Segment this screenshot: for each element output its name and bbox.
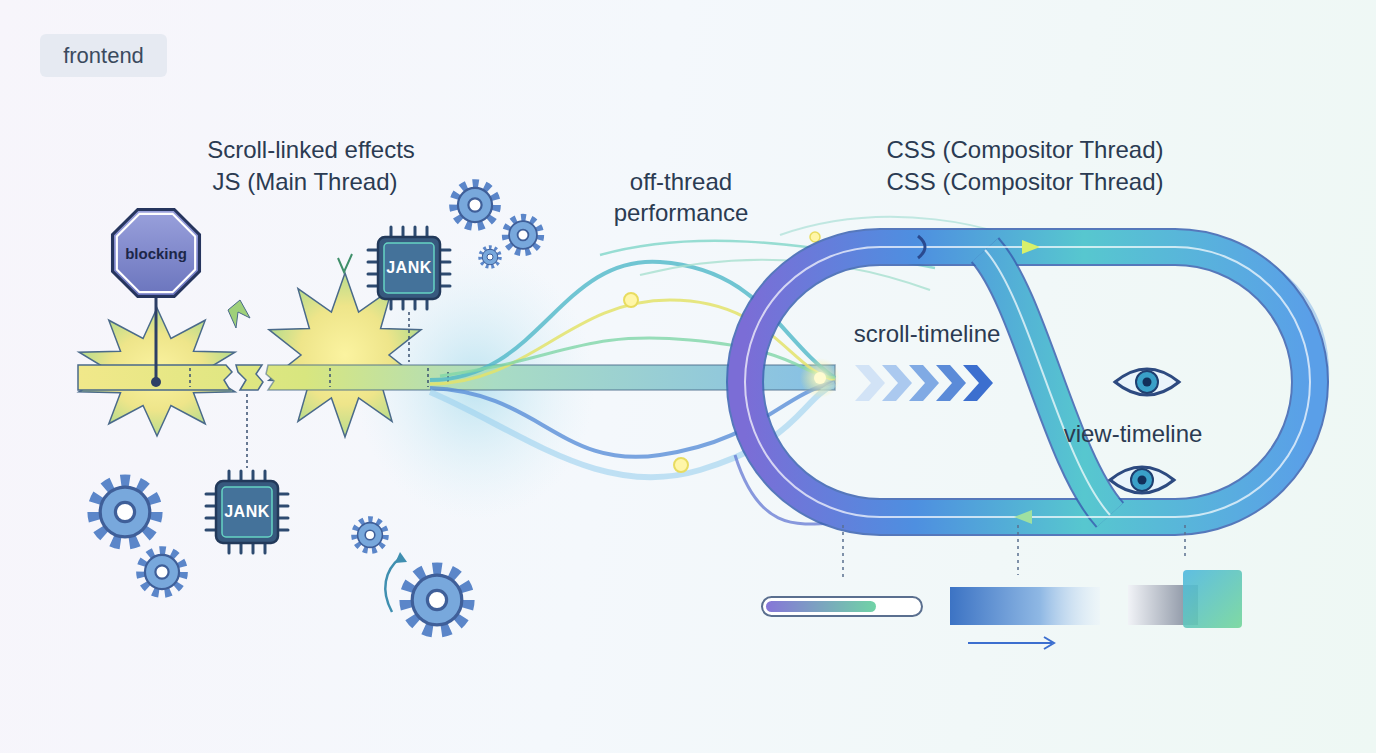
loop-cross bbox=[985, 250, 1110, 515]
loop-lane bbox=[745, 247, 1310, 517]
eye-outline bbox=[1110, 467, 1174, 493]
chip-core bbox=[222, 487, 272, 537]
chevron bbox=[936, 365, 966, 401]
glow-dot bbox=[814, 372, 826, 384]
heading-label: CSS (Compositor Thread) bbox=[887, 134, 1164, 165]
cpu-chip: JANK bbox=[205, 470, 289, 554]
gear-icon bbox=[454, 184, 496, 226]
node-text: blocking bbox=[125, 245, 187, 262]
spark bbox=[338, 254, 352, 272]
slide-block bbox=[950, 587, 1100, 625]
chevron bbox=[909, 365, 939, 401]
lane-arrow bbox=[1022, 240, 1040, 254]
node-text: frontend bbox=[63, 43, 144, 69]
slide-arrow bbox=[968, 642, 1052, 644]
loop-lane bbox=[985, 250, 1110, 515]
chip-body bbox=[378, 237, 440, 299]
curved-arrow bbox=[385, 558, 400, 612]
node-text: JANK bbox=[386, 259, 432, 277]
chevron bbox=[963, 365, 993, 401]
gear-icon bbox=[506, 218, 540, 252]
eye-iris bbox=[1136, 371, 1158, 393]
light-dot bbox=[810, 232, 820, 242]
cpu-chip: JANK bbox=[367, 226, 451, 310]
lane-arrow bbox=[1014, 510, 1032, 524]
gear-icon bbox=[95, 482, 156, 543]
flow-stream bbox=[440, 338, 835, 378]
reveal-block bbox=[1183, 570, 1242, 628]
gear-icon bbox=[141, 551, 183, 593]
eye-pupil bbox=[1138, 476, 1147, 485]
light-dot bbox=[674, 458, 688, 472]
sign-pole bbox=[155, 298, 158, 382]
progress-fill bbox=[766, 601, 876, 612]
node-text-box: JANK bbox=[205, 470, 289, 554]
node-text-box: JANK bbox=[367, 226, 451, 310]
track-tick bbox=[189, 368, 191, 387]
chip-body bbox=[216, 481, 278, 543]
octagon-face bbox=[112, 209, 199, 296]
slide-arrow bbox=[1044, 637, 1054, 649]
eye-iris bbox=[1131, 469, 1153, 491]
timeline-label: scroll-timeline bbox=[854, 318, 1001, 349]
sign-pole-base bbox=[151, 377, 161, 387]
spark bbox=[228, 300, 250, 328]
eye-icon bbox=[1110, 467, 1174, 493]
gear-icon bbox=[481, 248, 500, 267]
node-text-box: blocking bbox=[109, 206, 203, 300]
track-tick bbox=[329, 368, 331, 387]
leader-line bbox=[1017, 525, 1019, 575]
chevron bbox=[882, 365, 912, 401]
tag-chip: frontend bbox=[40, 34, 167, 77]
loop-track bbox=[745, 247, 1310, 517]
heading-label: JS (Main Thread) bbox=[213, 166, 398, 197]
leader-line bbox=[1184, 525, 1186, 560]
leader-line bbox=[246, 394, 248, 468]
node-text: JANK bbox=[224, 503, 270, 521]
track-tick bbox=[427, 368, 429, 387]
broken-track bbox=[236, 365, 263, 390]
light-dot bbox=[624, 293, 638, 307]
progress-bar bbox=[762, 597, 922, 616]
lane-mark bbox=[918, 236, 925, 258]
heading-label: CSS (Compositor Thread) bbox=[887, 166, 1164, 197]
leader-line bbox=[408, 312, 410, 362]
arrow-head bbox=[395, 552, 407, 563]
chevron bbox=[855, 365, 885, 401]
glow-dot bbox=[800, 358, 840, 398]
loop-track bbox=[745, 247, 1310, 517]
heading-label: off-thread performance bbox=[594, 166, 769, 228]
eye-pupil bbox=[1143, 378, 1152, 387]
heading-label: Scroll-linked effects bbox=[207, 134, 415, 165]
gear-icon bbox=[407, 570, 468, 631]
eye-icon bbox=[1115, 369, 1179, 395]
chip-core bbox=[384, 243, 434, 293]
octagon-rim bbox=[117, 214, 195, 292]
loop-cross bbox=[985, 250, 1110, 515]
timeline-label: view-timeline bbox=[1064, 418, 1203, 449]
node-text-box: frontend bbox=[40, 34, 167, 77]
leader-line bbox=[842, 525, 844, 580]
stop-sign: blocking bbox=[109, 206, 203, 300]
eye-outline bbox=[1115, 369, 1179, 395]
gear-icon bbox=[355, 520, 385, 550]
